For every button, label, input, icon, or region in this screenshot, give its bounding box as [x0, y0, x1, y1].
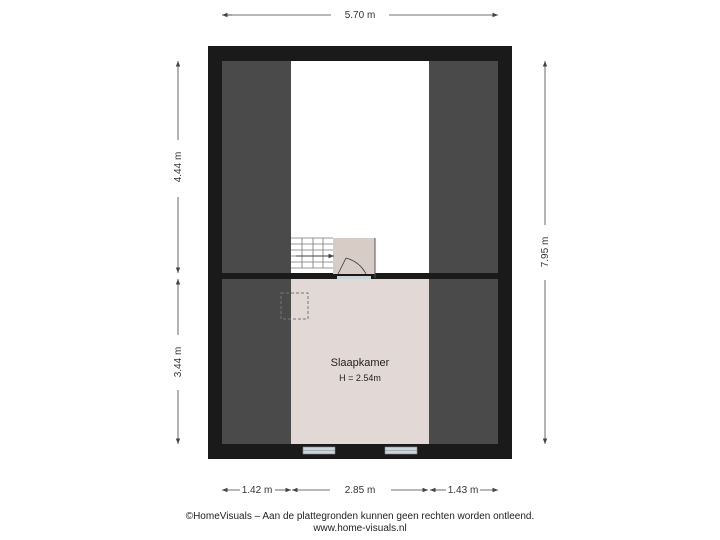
footer-disclaimer: ©HomeVisuals – Aan de plattegronden kunn…: [185, 511, 535, 522]
dimension-right-label: 7.95 m: [540, 237, 551, 268]
dimension-left-upper-label: 4.44 m: [173, 152, 184, 183]
room-height: H = 2.54m: [339, 373, 381, 383]
bedroom-floor: [291, 279, 429, 444]
dimension-left-lower-label: 3.44 m: [173, 347, 184, 378]
stair-treads: [291, 237, 333, 269]
stairwell: [291, 237, 376, 279]
dimension-bottom-center-label: 2.85 m: [345, 485, 376, 496]
low-ceiling-zone-top-left: [222, 61, 291, 273]
low-ceiling-zone-bottom-left: [222, 279, 291, 444]
low-ceiling-zone-bottom-right: [429, 279, 498, 444]
hatch-door-swing: [337, 257, 367, 275]
dimension-top-label: 5.70 m: [345, 10, 376, 21]
room-name: Slaapkamer: [331, 357, 390, 369]
low-ceiling-zone-top-right: [429, 61, 498, 273]
footer-website: www.home-visuals.nl: [313, 523, 407, 534]
stair-opening-glass: [337, 276, 371, 279]
dimension-bottom-left-label: 1.42 m: [242, 485, 273, 496]
partition-wall-right: [374, 273, 498, 279]
shaft-outline: [280, 292, 309, 320]
dimension-bottom-right-label: 1.43 m: [448, 485, 479, 496]
partition-wall-left: [222, 273, 291, 279]
stair-landing: [333, 238, 375, 274]
